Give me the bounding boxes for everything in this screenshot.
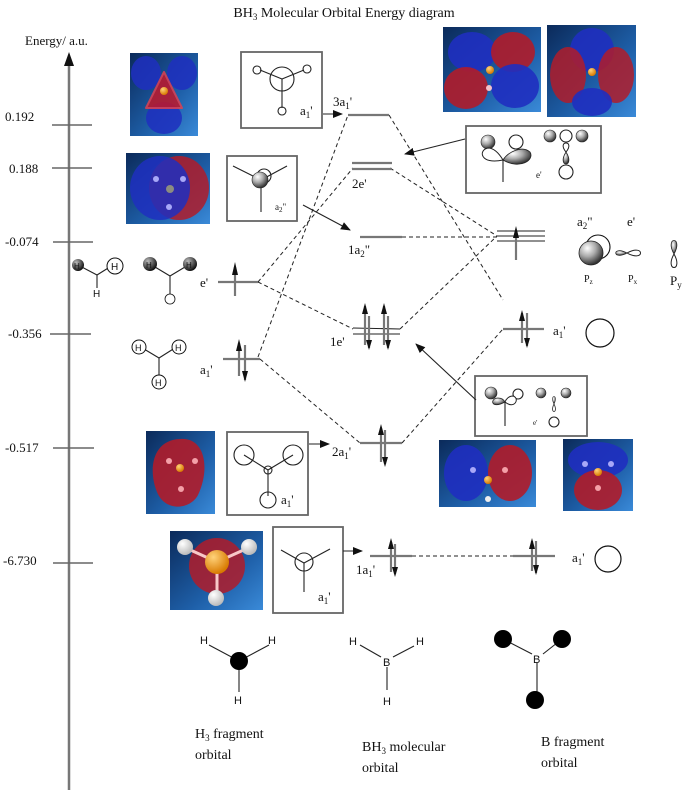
- b-level-s2: a1': [503, 310, 615, 348]
- svg-text:a2": a2": [275, 202, 287, 214]
- b-level-s1: a1': [513, 538, 622, 575]
- svg-text:a1': a1': [300, 103, 313, 120]
- level-label: e': [200, 275, 208, 290]
- mo-level-1a1: 1a1': [356, 538, 412, 579]
- axis-ticks: 0.192 0.188 -0.074 -0.356 -0.517 -6.730: [3, 109, 94, 568]
- svg-text:B: B: [533, 654, 540, 666]
- px-orbital-icon: [615, 249, 641, 257]
- tick-label: -0.517: [5, 440, 39, 455]
- py-orbital-icon: [670, 240, 678, 268]
- tick-label: -0.074: [5, 234, 39, 249]
- px-label: Px: [628, 274, 638, 286]
- mo-level-3a1: 3a1': [333, 94, 389, 117]
- svg-text:H: H: [146, 261, 152, 270]
- render-a2pp: [126, 153, 210, 224]
- svg-text:H: H: [135, 343, 142, 353]
- diagram-title: BH3 Molecular Orbital Energy diagram: [233, 6, 454, 22]
- svg-text:orbital: orbital: [362, 761, 399, 776]
- render-1e-a: [439, 440, 536, 507]
- tick-label: 0.188: [9, 161, 38, 176]
- svg-text:H: H: [234, 695, 242, 707]
- render-2e-b: [547, 25, 636, 117]
- box-3a1: a1': [240, 51, 323, 129]
- render-1a1: [170, 531, 263, 610]
- bh3-structure: H H B H: [349, 636, 424, 708]
- s-orbital-icon: [594, 545, 622, 573]
- h3-fragment-structure: H H H: [200, 635, 276, 707]
- level-label: 2e': [352, 176, 367, 191]
- h3-e-orbital-2: H H: [143, 257, 197, 305]
- svg-text:H: H: [200, 635, 208, 647]
- box-a2pp: a2": [226, 155, 298, 222]
- correlation-lines: [257, 114, 513, 557]
- mo-level-1e: 1e': [330, 303, 401, 350]
- h3-level-e: e': [200, 262, 258, 296]
- svg-text:e': e': [536, 170, 542, 180]
- box-e-top: e': [465, 125, 602, 194]
- level-label: 2a1': [332, 444, 351, 461]
- level-label: a1': [572, 550, 585, 567]
- box-1a1: a1': [272, 526, 344, 614]
- footer-bh3-label: BH3 molecular orbital: [362, 740, 446, 776]
- svg-text:e': e': [533, 419, 537, 427]
- a2pp-label: a2": [577, 214, 593, 231]
- level-label: 3a1': [333, 94, 352, 111]
- box-e-bottom: e': [474, 375, 588, 437]
- svg-text:H: H: [111, 262, 118, 273]
- svg-text:H: H: [416, 636, 424, 648]
- p-orbitals-legend: a2" e' Pz Px Py: [577, 214, 682, 290]
- svg-text:H: H: [186, 261, 192, 270]
- level-label: 1a1': [356, 562, 375, 579]
- arrow-e-bottom: [415, 343, 477, 401]
- tick-label: -6.730: [3, 553, 37, 568]
- svg-text:a1': a1': [281, 492, 294, 509]
- svg-text:H: H: [93, 289, 100, 300]
- pz-orbital-icon: [578, 240, 604, 266]
- level-label: 1a2": [348, 242, 370, 259]
- footer-b-label: B fragment orbital: [541, 735, 604, 771]
- svg-text:H: H: [155, 378, 162, 388]
- h3-a1-orbital: H H H: [131, 339, 187, 390]
- arrow-e-top: [404, 138, 466, 156]
- svg-text:H: H: [349, 636, 357, 648]
- tick-label: -0.356: [8, 326, 42, 341]
- py-label: Py: [670, 273, 682, 290]
- render-2e-a: [443, 27, 541, 112]
- tick-label: 0.192: [5, 109, 34, 124]
- h3-e-orbital-1: H H H: [72, 257, 124, 300]
- pz-label: Pz: [584, 274, 593, 286]
- render-1e-b: [563, 439, 633, 511]
- svg-text:H3 fragment: H3 fragment: [195, 727, 264, 743]
- svg-text:B fragment: B fragment: [541, 735, 604, 750]
- level-label: a1': [553, 323, 566, 340]
- svg-text:H: H: [175, 343, 182, 353]
- b-fragment-structure: B: [494, 630, 571, 709]
- mo-level-2a1: 2a1': [332, 424, 402, 467]
- svg-text:a1': a1': [318, 589, 331, 606]
- level-label: 1e': [330, 334, 345, 349]
- level-label: a1': [200, 362, 213, 379]
- h3-level-a1: a1': [200, 339, 260, 382]
- axis-arrow-icon: [64, 52, 74, 66]
- arrow-a2pp: [302, 204, 351, 231]
- s-orbital-icon: [585, 318, 615, 348]
- box-2a1: a1': [226, 431, 309, 516]
- e-label: e': [627, 214, 635, 229]
- axis-label: Energy/ a.u.: [25, 33, 88, 48]
- footer-h3-label: H3 fragment orbital: [195, 727, 264, 763]
- svg-text:H: H: [74, 262, 80, 271]
- mo-level-2e: 2e': [352, 161, 392, 191]
- svg-text:H: H: [383, 696, 391, 708]
- svg-text:B: B: [383, 657, 390, 669]
- render-2a1: [146, 431, 215, 514]
- mo-level-1a2pp: 1a2": [348, 235, 402, 259]
- svg-text:H: H: [268, 635, 276, 647]
- svg-text:BH3 molecular: BH3 molecular: [362, 740, 446, 756]
- b-level-p: [497, 226, 545, 260]
- svg-text:orbital: orbital: [541, 756, 578, 771]
- svg-text:orbital: orbital: [195, 748, 232, 763]
- render-3a1: [130, 53, 198, 136]
